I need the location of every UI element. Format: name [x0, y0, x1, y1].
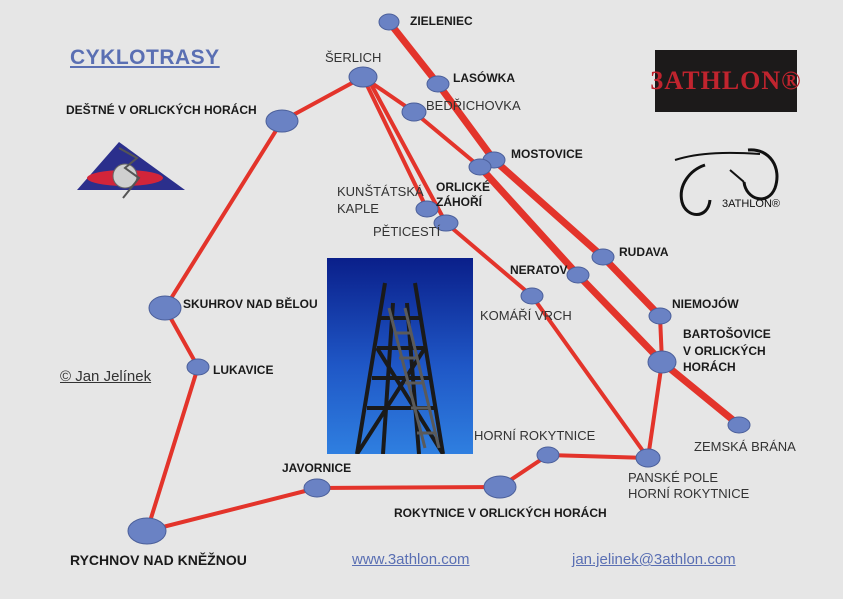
3athlon-logo-text: 3ATHLON®: [650, 66, 802, 95]
label-rokytnice: ROKYTNICE V ORLICKÝCH HORÁCH: [394, 505, 607, 520]
label-rudava: RUDAVA: [619, 245, 669, 259]
label-lukavice: LUKAVICE: [213, 363, 273, 377]
label-destne: DEŠTNÉ V ORLICKÝCH HORÁCH: [66, 102, 257, 117]
label-serlich: ŠERLICH: [325, 50, 381, 65]
node-lukavice[interactable]: [186, 358, 210, 376]
map-title: CYKLOTRASY: [70, 46, 220, 69]
label-bartosovice-2: V ORLICKÝCH: [683, 343, 766, 358]
node-neratov[interactable]: [566, 266, 590, 284]
label-horni-rokytnice: HORNÍ ROKYTNICE: [474, 428, 596, 443]
node-komari-vrch[interactable]: [520, 287, 544, 305]
lookout-tower-photo: [327, 258, 473, 454]
node-bartosovice[interactable]: [647, 350, 677, 374]
node-mostovice-b[interactable]: [468, 158, 492, 176]
bicycle-icon: [674, 148, 779, 216]
place-labels: ZIELENIEC LASÓWKA ŠERLICH BEDŘICHOVKA DE…: [66, 14, 796, 568]
node-zemska-brana[interactable]: [727, 416, 751, 434]
node-rokytnice[interactable]: [483, 475, 517, 499]
node-rychnov[interactable]: [127, 517, 167, 545]
label-neratov: NERATOV: [510, 263, 568, 277]
label-zieleniec: ZIELENIEC: [410, 14, 473, 28]
label-javornice: JAVORNICE: [282, 461, 351, 475]
label-peticesti: PĚTICESTÍ: [373, 224, 441, 239]
route-nodes: [127, 13, 751, 545]
copyright-link[interactable]: © Jan Jelínek: [60, 368, 152, 385]
bike-logo-text: 3ATHLON®: [722, 198, 781, 210]
label-lasowka: LASÓWKA: [453, 70, 515, 85]
3athlon-logo[interactable]: 3ATHLON®: [650, 50, 801, 112]
node-lasowka[interactable]: [426, 75, 450, 93]
label-bartosovice-3: HORÁCH: [683, 359, 736, 374]
node-niemojow[interactable]: [648, 307, 672, 325]
label-orlicke-2: ZÁHOŘÍ: [436, 194, 483, 209]
label-kunstatska-2: KAPLE: [337, 201, 379, 216]
node-bedrichovka[interactable]: [401, 102, 427, 122]
tower-drawing: [355, 282, 445, 454]
triangle-badge-logo: [77, 142, 185, 199]
node-javornice[interactable]: [303, 478, 331, 498]
label-bedrichovka: BEDŘICHOVKA: [426, 98, 521, 113]
node-serlich[interactable]: [348, 66, 378, 88]
website-link[interactable]: www.3athlon.com: [352, 551, 470, 568]
node-horni-rokytnice[interactable]: [536, 446, 560, 464]
node-skuhrov[interactable]: [148, 295, 182, 321]
node-peticesti[interactable]: [433, 214, 459, 232]
label-mostovice: MOSTOVICE: [511, 147, 583, 161]
label-niemojow: NIEMOJÓW: [672, 296, 739, 311]
node-rudava[interactable]: [591, 248, 615, 266]
label-bartosovice-1: BARTOŠOVICE: [683, 326, 771, 341]
label-panske-1: PANSKÉ POLE: [628, 470, 718, 485]
email-link[interactable]: jan.jelinek@3athlon.com: [572, 551, 736, 568]
label-kunstatska-1: KUNŠTÁTSKÁ: [337, 184, 424, 199]
route-thick-lines: [385, 18, 743, 429]
label-komari: KOMÁŘÍ VRCH: [480, 308, 572, 323]
label-skuhrov: SKUHROV NAD BĚLOU: [183, 296, 318, 311]
node-destne[interactable]: [265, 109, 299, 133]
label-zemska: ZEMSKÁ BRÁNA: [694, 439, 796, 454]
node-zieleniec[interactable]: [378, 13, 400, 31]
label-rychnov: RYCHNOV NAD KNĚŽNOU: [70, 551, 247, 568]
label-orlicke-1: ORLICKÉ: [436, 179, 490, 194]
node-orlicke-zahori[interactable]: [415, 200, 439, 218]
node-panske-pole[interactable]: [635, 448, 661, 468]
label-panske-2: HORNÍ ROKYTNICE: [628, 486, 750, 501]
